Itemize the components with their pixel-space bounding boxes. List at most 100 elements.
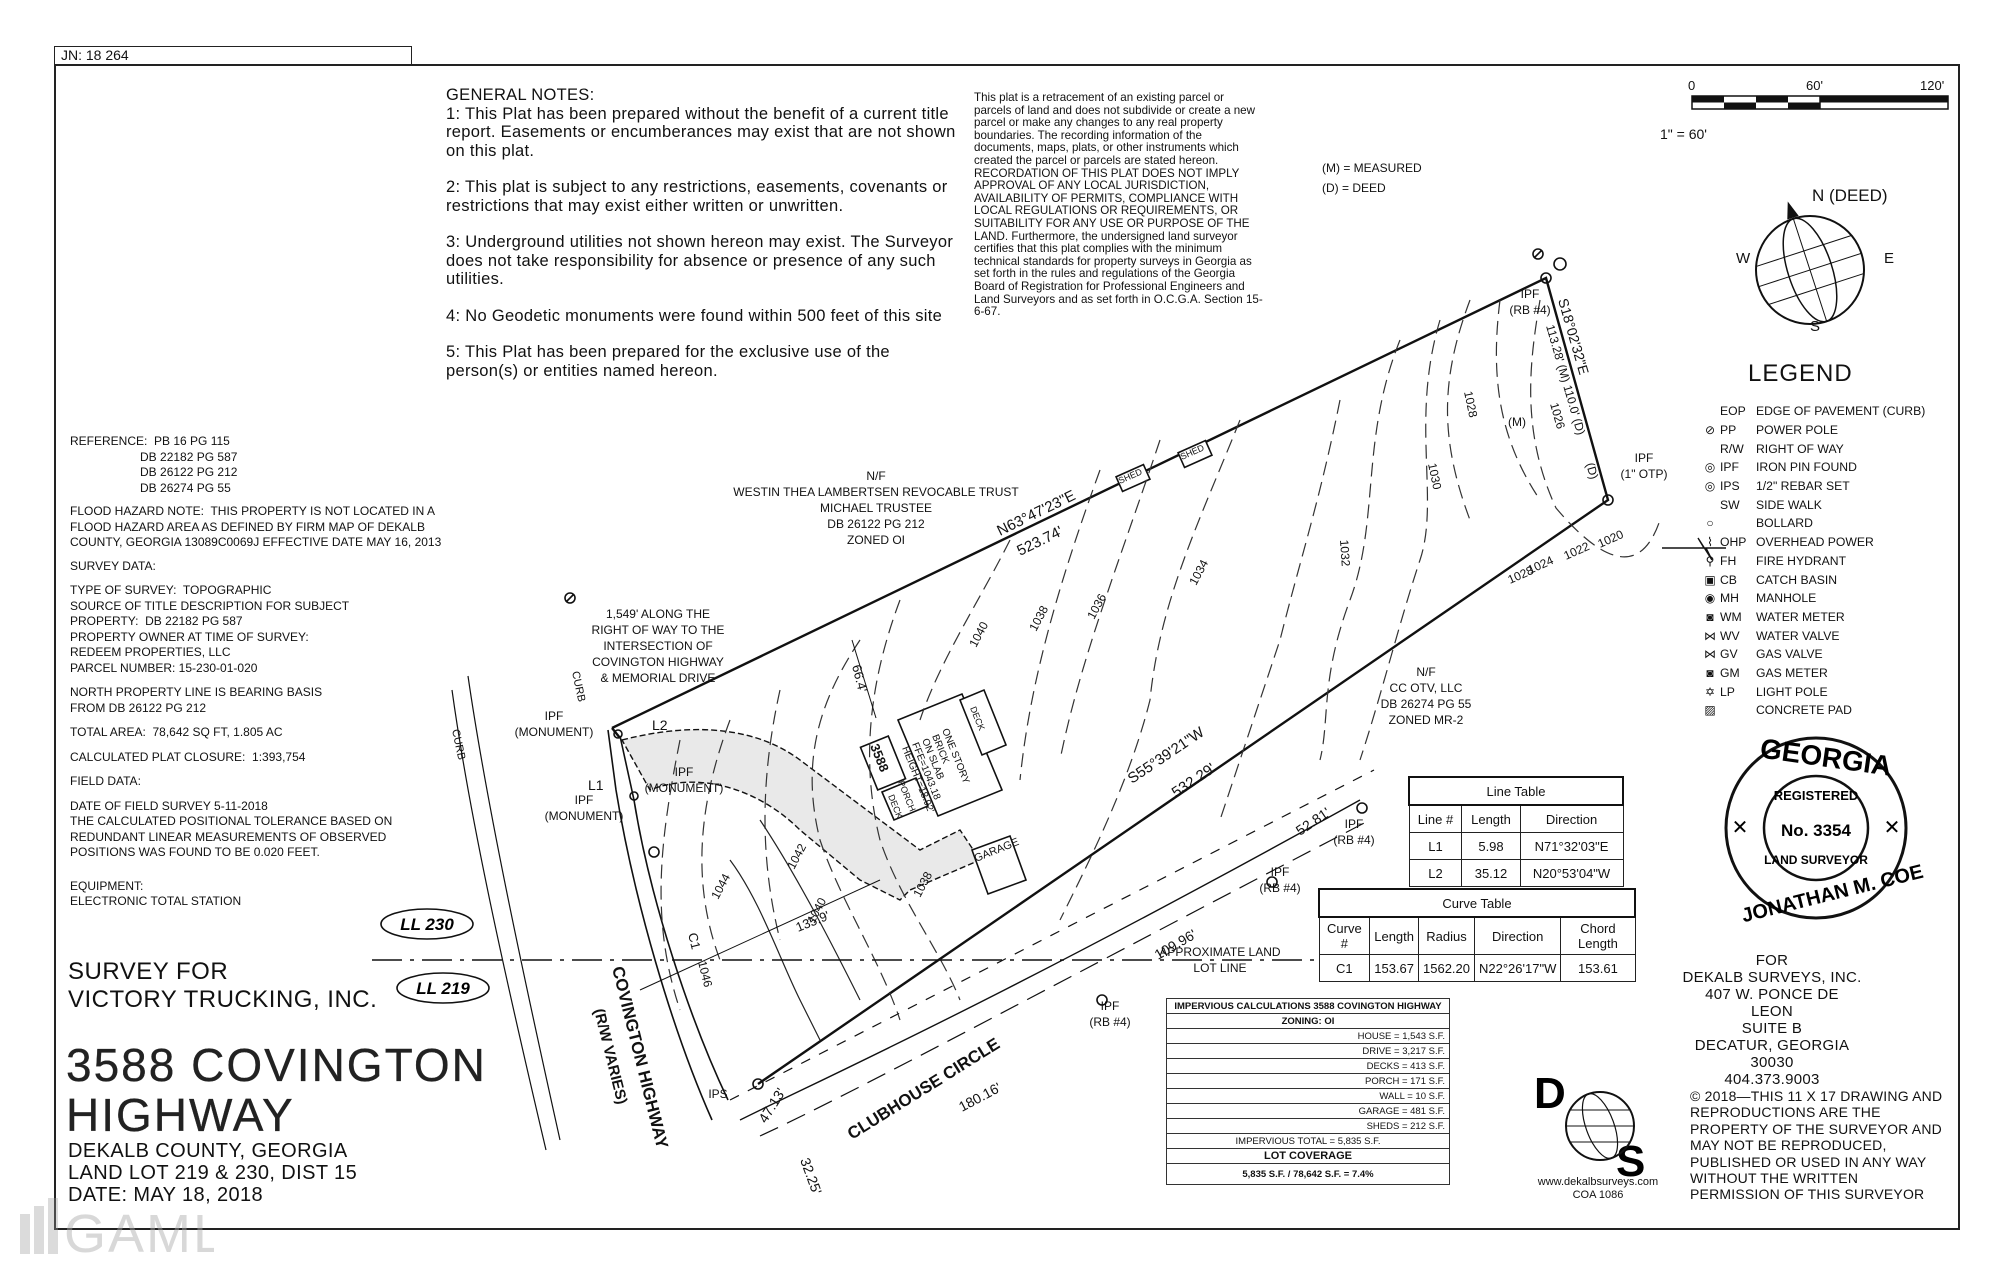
survey-data-line: FROM DB 26122 PG 212 xyxy=(70,700,207,715)
survey-for-line: SURVEY FOR xyxy=(68,958,229,985)
table-cell: C1 xyxy=(1318,954,1371,982)
svg-text:D: D xyxy=(1534,1069,1566,1118)
west-label: W xyxy=(1736,250,1751,267)
east-label: E xyxy=(1884,250,1895,267)
impervious-item: HOUSE = 1,543 S.F. xyxy=(1166,1028,1450,1044)
survey-data-line: PROPERTY: DB 22182 PG 587 xyxy=(70,614,243,628)
table-row: PORCH = 171 S.F. xyxy=(1166,1073,1450,1089)
scale-60: 60' xyxy=(1806,78,1823,93)
survey-data-line: PARCEL NUMBER: 15-230-01-020 xyxy=(70,660,258,675)
contour-label: 1036 xyxy=(1084,591,1109,621)
survey-data-line: EQUIPMENT: xyxy=(70,878,144,893)
firm-line: DEKALB SURVEYS, INC. xyxy=(1682,969,1862,986)
legend-symbol-icon: ▨ xyxy=(1704,703,1716,718)
curve-table-header: Radius xyxy=(1418,916,1475,955)
south-line-length: 532.29' xyxy=(1169,760,1219,801)
survey-data-line: TOTAL AREA: 78,642 SQ FT, 1.805 AC xyxy=(70,725,283,739)
dist-5281: 52.81' xyxy=(1293,804,1333,838)
ipf-label: (1" OTP) xyxy=(1621,467,1668,481)
contour-label: 1046 xyxy=(695,959,715,989)
l1-label: L1 xyxy=(588,777,604,793)
table-row: DRIVE = 3,217 S.F. xyxy=(1166,1043,1450,1059)
ohp-symbol xyxy=(1662,537,1726,561)
job-number: JN: 18 264 xyxy=(54,46,412,64)
scale-120: 120' xyxy=(1920,78,1945,93)
note-item: 1: This Plat has been prepared without t… xyxy=(446,104,956,160)
deed-abbrev: (D) = DEED xyxy=(1322,181,1386,195)
impervious-zoning: ZONING: OI xyxy=(1166,1013,1450,1029)
dekalb-surveys-logo: D S xyxy=(1534,1069,1645,1186)
firm-line: SUITE B xyxy=(1741,1020,1803,1037)
legend-code: WV xyxy=(1720,628,1740,643)
contour-label: 1034 xyxy=(1186,557,1211,587)
contour-label: 1038 xyxy=(1026,603,1051,633)
table-cell: 153.61 xyxy=(1560,954,1636,982)
curve-table-header: Chord Length xyxy=(1560,916,1636,955)
contour-label: 1044 xyxy=(708,871,733,901)
flood-note-line: FLOOD HAZARD AREA AS DEFINED BY FIRM MAP… xyxy=(70,519,425,534)
legend-desc: SIDE WALK xyxy=(1756,497,1822,512)
legend-desc: WATER METER xyxy=(1756,609,1845,624)
curve-table-header: Direction xyxy=(1473,916,1562,955)
svg-text:S: S xyxy=(1616,1137,1645,1186)
north-arrow xyxy=(1755,201,1865,325)
legend-symbol-icon: ◙ xyxy=(1706,665,1714,680)
legend-desc: EDGE OF PAVEMENT (CURB) xyxy=(1756,404,1926,419)
legend-code: PP xyxy=(1720,423,1737,438)
c1-label: C1 xyxy=(685,931,704,951)
ipf-label: IPF xyxy=(545,709,564,723)
table-row: SHEDS = 212 S.F. xyxy=(1166,1118,1450,1134)
legend-desc: RIGHT OF WAY xyxy=(1756,441,1844,456)
legend-desc: MANHOLE xyxy=(1756,591,1817,606)
se-owner-line: CC OTV, LLC xyxy=(1390,681,1463,695)
copyright-notice: © 2018—THIS 11 X 17 DRAWING AND REPRODUC… xyxy=(1690,1088,1943,1203)
website-url: www.dekalbsurveys.com xyxy=(1537,1176,1659,1188)
ips-label: IPS xyxy=(708,1087,727,1101)
table-row: C1 153.67 1562.20 N22°26'17"W 153.61 xyxy=(1318,954,1636,982)
contour-label: 1040 xyxy=(966,619,991,649)
scale-bar xyxy=(1691,95,1949,110)
ipf-label: IPF xyxy=(1101,999,1120,1013)
legend-desc: LIGHT POLE xyxy=(1756,684,1828,699)
driveway xyxy=(620,728,982,901)
legend-row: ○BOLLARD xyxy=(1700,514,1925,533)
note-item: 3: Underground utilities not shown hereo… xyxy=(446,233,954,288)
note-item: 4: No Geodetic monuments were found with… xyxy=(446,306,943,325)
curb-label: CURB xyxy=(449,728,467,761)
firm-line: 407 W. PONCE DE LEON xyxy=(1705,986,1839,1020)
ipf-label: IPF xyxy=(1635,451,1654,465)
title-line: HIGHWAY xyxy=(66,1089,295,1141)
legend-code: IPS xyxy=(1720,479,1740,494)
legend-code: OHP xyxy=(1720,535,1747,550)
legend-desc: BOLLARD xyxy=(1756,516,1813,531)
curb-label: CURB xyxy=(569,670,587,703)
survey-data-line: TYPE OF SURVEY: TOPOGRAPHIC xyxy=(70,583,272,597)
abbreviations: (M) = MEASURED (D) = DEED xyxy=(1322,158,1422,198)
seal-registered: REGISTERED xyxy=(1774,788,1859,803)
legend-symbol-icon: ◙ xyxy=(1706,609,1714,624)
legend-desc: WATER VALVE xyxy=(1756,628,1840,643)
legend-desc: CONCRETE PAD xyxy=(1756,703,1852,718)
table-cell: L2 xyxy=(1408,859,1463,887)
reference-line: DB 26122 PG 212 xyxy=(70,465,238,479)
l2-label: L2 xyxy=(652,717,668,733)
line-table-header: Direction xyxy=(1519,804,1624,833)
legend-desc: FIRE HYDRANT xyxy=(1756,553,1847,568)
house-footprint xyxy=(859,439,1214,896)
impervious-item: IMPERVIOUS TOTAL = 5,835 S.F. xyxy=(1166,1133,1450,1149)
legend-code: SW xyxy=(1720,497,1740,512)
line-table: Line Table Line # Length Direction L1 5.… xyxy=(1408,776,1624,887)
contour-label: 1026 xyxy=(1547,401,1568,431)
iron-pins xyxy=(564,248,1614,1090)
ipf-label: (MONUMENT) xyxy=(645,781,724,795)
property-boundary xyxy=(611,276,1610,1085)
legend-symbol-icon: ▣ xyxy=(1704,572,1716,587)
nw-owner-line: WESTIN THEA LAMBERTSEN REVOCABLE TRUST xyxy=(733,485,1019,499)
impervious-item: PORCH = 171 S.F. xyxy=(1166,1073,1450,1089)
contour-label: 1030 xyxy=(1425,462,1444,491)
firm-block: FOR DEKALB SURVEYS, INC. 407 W. PONCE DE… xyxy=(1682,952,1862,1088)
